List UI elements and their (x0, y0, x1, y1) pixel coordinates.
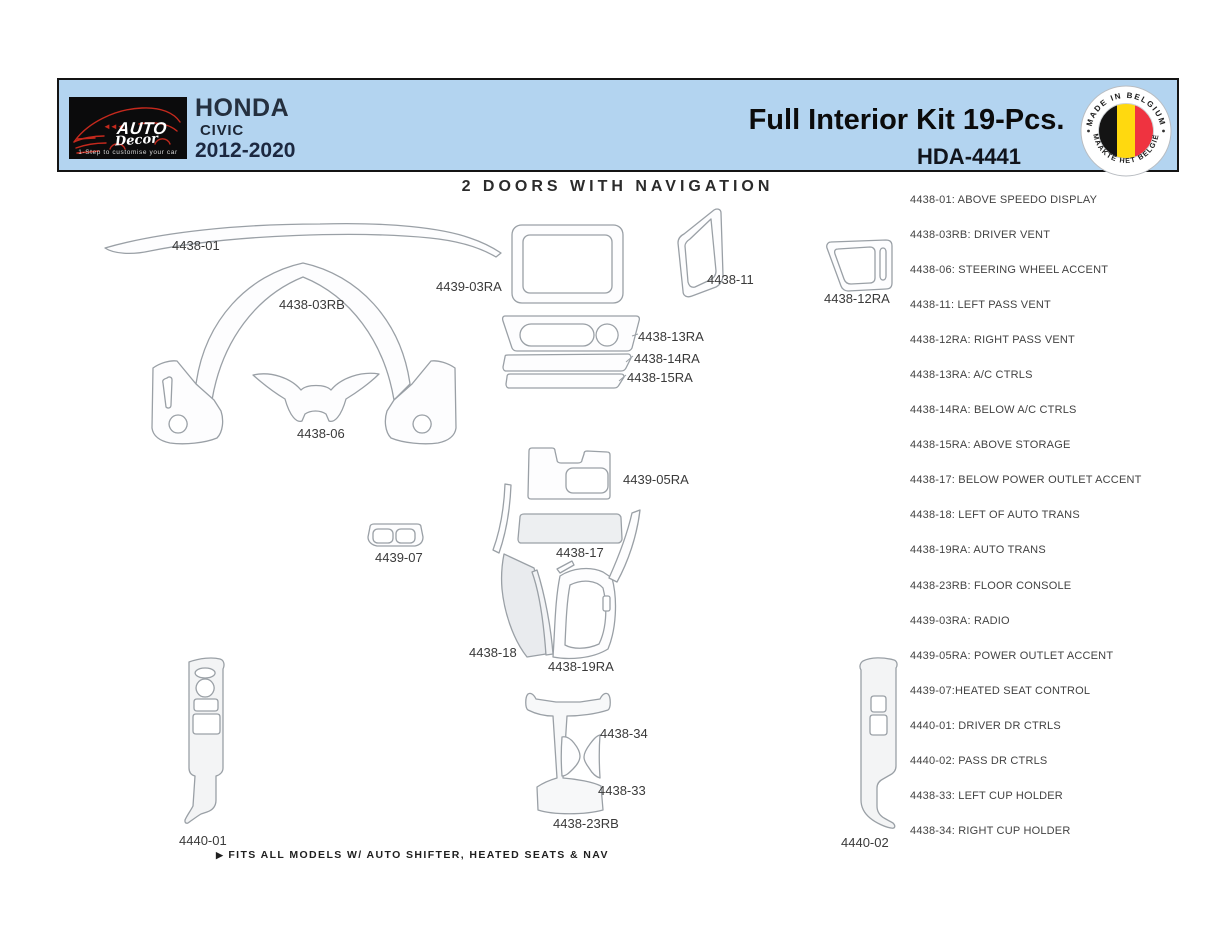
part-label-4439-07: 4439-07 (375, 550, 423, 565)
part-shape-4440-01 (184, 657, 225, 824)
diagram-title: 2 DOORS WITH NAVIGATION (461, 178, 774, 195)
part-shape-4438-33-left-cup (583, 734, 601, 779)
part-shape-4438-03RB-arch (195, 262, 411, 401)
part-shape-4438-19RA-notch (602, 595, 611, 612)
legend-item: 4438-19RA: AUTO TRANS (910, 544, 1046, 557)
part-shape-4438-19RA-stub (556, 560, 575, 574)
part-label-4438-14RA: 4438-14RA (634, 351, 700, 366)
part-shape-4438-06 (252, 372, 380, 423)
part-shape-4439-07 (367, 523, 424, 547)
part-label-4438-12RA: 4438-12RA (824, 291, 890, 306)
vehicle-make: HONDA (195, 94, 290, 122)
header-banner: ◄◄◄ AUTO Decor 1-Step to customise your … (57, 78, 1179, 177)
brand-logo: ◄◄◄ AUTO Decor 1-Step to customise your … (69, 97, 187, 159)
part-label-4440-02: 4440-02 (841, 835, 889, 850)
part-shape-4438-18-rail (492, 483, 512, 554)
logo-tagline: 1-Step to customise your car (78, 149, 178, 156)
legend-item: 4439-05RA: POWER OUTLET ACCENT (910, 649, 1114, 662)
part-label-4438-34: 4438-34 (600, 726, 648, 741)
legend-item: 4438-11: LEFT PASS VENT (910, 299, 1051, 312)
vehicle-years: 2012-2020 (195, 139, 296, 162)
part-shape-4438-03RB-left-pad (151, 360, 224, 445)
part-label-4438-11: 4438-11 (707, 272, 754, 287)
fitment-note: ▶FITS ALL MODELS W/ AUTO SHIFTER, HEATED… (216, 849, 609, 861)
legend-item: 4438-12RA: RIGHT PASS VENT (910, 334, 1075, 347)
legend-item: 4438-34: RIGHT CUP HOLDER (910, 824, 1071, 837)
kit-code: HDA-4441 (917, 144, 1021, 169)
part-shape-4439-03RA (511, 224, 624, 304)
part-label-4438-13RA: 4438-13RA (638, 329, 704, 344)
part-label-4438-33: 4438-33 (598, 783, 646, 798)
belgian-flag-icon (1098, 103, 1154, 159)
legend-item: 4438-14RA: BELOW A/C CTRLS (910, 404, 1077, 417)
part-label-4438-23RB: 4438-23RB (553, 816, 619, 831)
parts-legend: 4438-01: ABOVE SPEEDO DISPLAY 4438-03RB:… (910, 183, 1225, 849)
part-shape-4438-23RB (525, 692, 611, 815)
legend-item: 4438-15RA: ABOVE STORAGE (910, 439, 1071, 452)
legend-item: 4438-13RA: A/C CTRLS (910, 369, 1033, 382)
part-shape-4438-13RA (501, 315, 641, 352)
legend-item: 4438-33: LEFT CUP HOLDER (910, 789, 1063, 802)
part-shape-4438-18-sliver (531, 569, 554, 656)
part-label-4438-01: 4438-01 (172, 238, 220, 253)
legend-item: 4438-23RB: FLOOR CONSOLE (910, 579, 1072, 592)
part-label-4438-15RA: 4438-15RA (627, 370, 693, 385)
part-shape-4438-11 (677, 208, 724, 298)
legend-item: 4440-02: PASS DR CTRLS (910, 754, 1048, 767)
legend-item: 4439-03RA: RADIO (910, 614, 1010, 627)
part-shape-4438-19RA-ring (552, 567, 617, 660)
made-in-belgium-badge: MADE IN BELGIUM MAAKTE HET BELGIË (1080, 85, 1172, 177)
badge-dot-right (1162, 129, 1165, 133)
part-label-4440-01: 4440-01 (179, 833, 227, 848)
part-shape-4438-14RA (502, 353, 632, 372)
legend-item: 4438-03RB: DRIVER VENT (910, 229, 1051, 242)
part-shape-4438-18-wedge (500, 553, 547, 658)
legend-item: 4438-01: ABOVE SPEEDO DISPLAY (910, 194, 1098, 206)
part-shape-4438-03RB-right-pad (384, 360, 457, 445)
part-shape-4438-01 (104, 222, 502, 258)
part-label-4438-19RA: 4438-19RA (548, 659, 614, 674)
legend-item: 4440-01: DRIVER DR CTRLS (910, 719, 1061, 732)
logo-chevrons: ◄◄◄ (103, 122, 125, 131)
part-shape-4438-12RA (826, 239, 893, 292)
legend-item: 4438-17: BELOW POWER OUTLET ACCENT (910, 474, 1142, 487)
triangle-bullet-icon: ▶ (216, 850, 225, 860)
part-label-4439-03RA: 4439-03RA (436, 279, 502, 294)
part-shape-4438-19RA-rail (608, 509, 641, 583)
fitment-note-text: FITS ALL MODELS W/ AUTO SHIFTER, HEATED … (228, 849, 609, 861)
part-label-4438-03RB: 4438-03RB (279, 297, 345, 312)
part-label-4438-17: 4438-17 (556, 545, 604, 560)
part-shape-4438-34-right-cup (560, 736, 581, 777)
part-label-4439-05RA: 4439-05RA (623, 472, 689, 487)
part-shape-4438-15RA (505, 373, 625, 389)
part-label-4438-18: 4438-18 (469, 645, 517, 660)
legend-item: 4438-18: LEFT OF AUTO TRANS (910, 509, 1080, 522)
badge-dot-left (1087, 129, 1090, 133)
part-shape-4438-17 (517, 513, 623, 544)
kit-title: Full Interior Kit 19-Pcs. (748, 104, 1065, 136)
part-shape-4440-02 (859, 657, 898, 829)
legend-item: 4439-07:HEATED SEAT CONTROL (910, 684, 1091, 697)
part-shape-4439-05RA (527, 447, 611, 500)
logo-car-icon (73, 107, 181, 154)
part-label-4438-06: 4438-06 (297, 426, 345, 441)
legend-item: 4438-06: STEERING WHEEL ACCENT (910, 264, 1109, 277)
vehicle-model: CIVIC (200, 122, 245, 139)
